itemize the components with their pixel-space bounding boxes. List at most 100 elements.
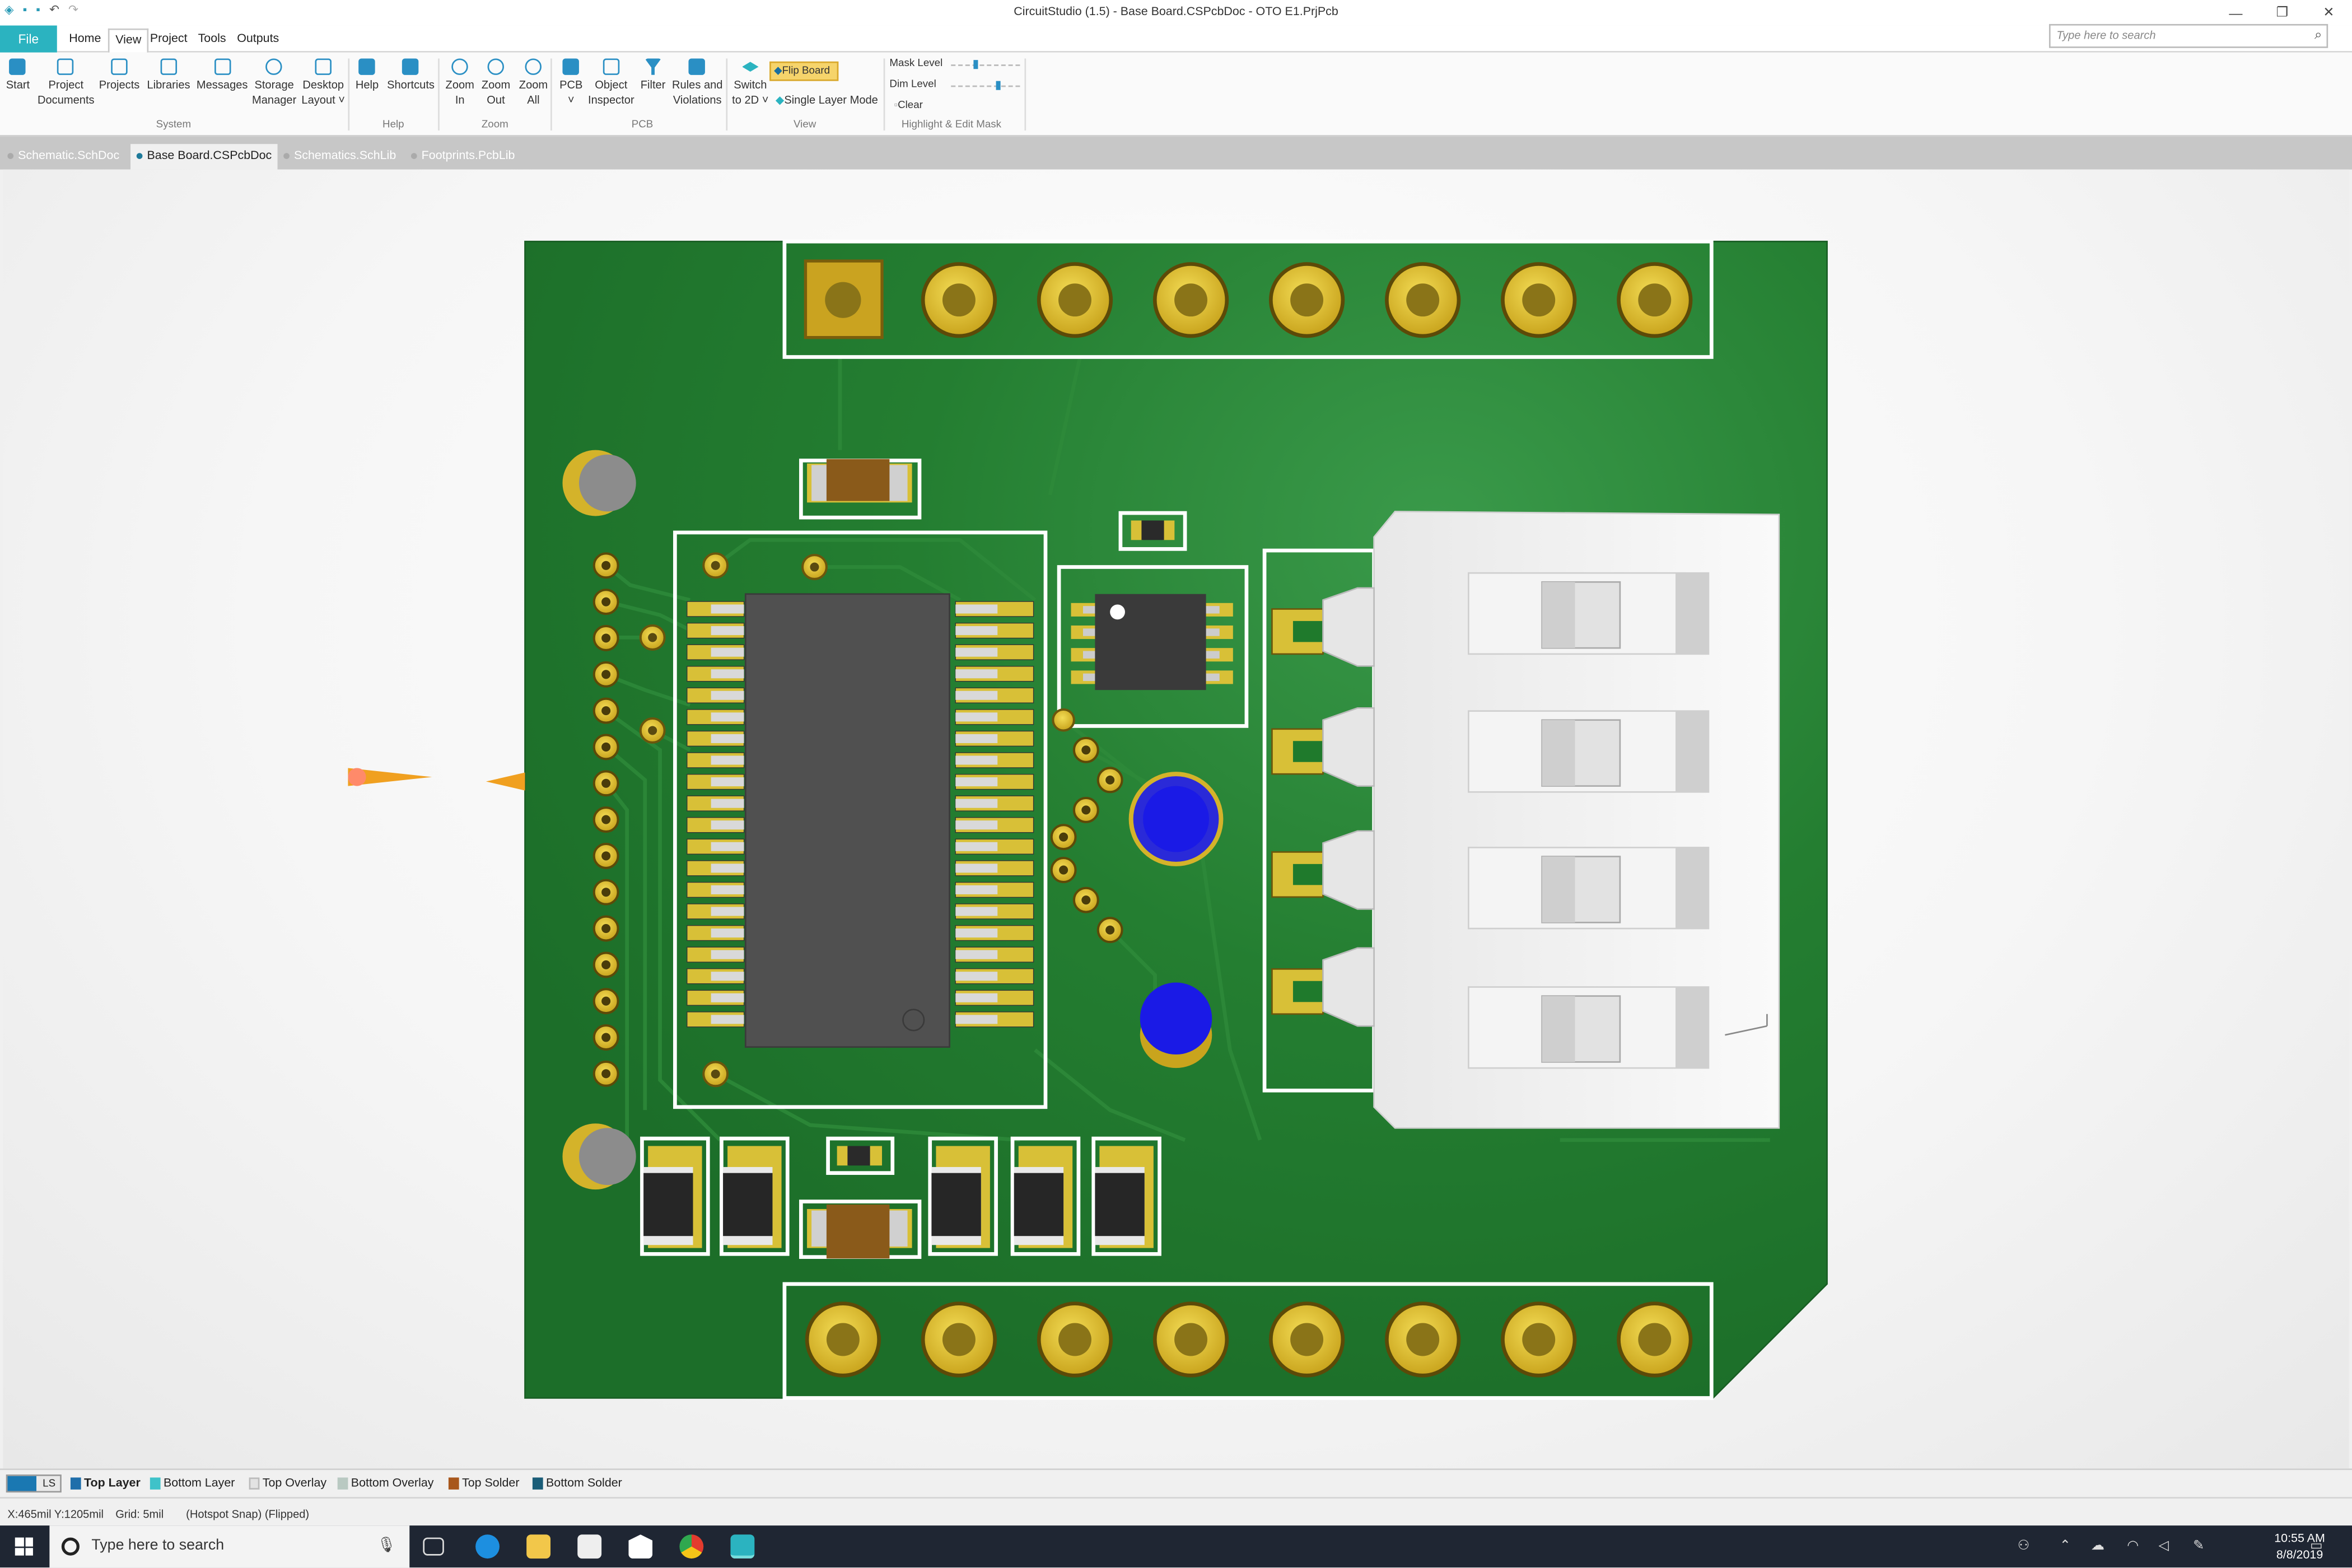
onedrive-icon[interactable]: ☁ (2090, 1537, 2105, 1553)
layer-color-swatch (448, 1477, 459, 1489)
messages-button[interactable]: Messages (197, 58, 248, 93)
chrome-icon[interactable] (679, 1534, 704, 1559)
projects-button[interactable]: Projects (99, 58, 139, 93)
windows-start-icon[interactable] (15, 1537, 33, 1556)
connector-pin (1322, 830, 1375, 910)
layer-tab-bottom-solder[interactable]: Bottom Solder (532, 1476, 622, 1490)
edge-browser-icon[interactable] (475, 1534, 500, 1559)
header-top-silkscreen (782, 239, 1714, 359)
rules-icon (689, 58, 706, 75)
mounting-pads (562, 450, 636, 1190)
search-icon[interactable]: ⌕ (2314, 27, 2322, 43)
search-placeholder: Type here to search (2056, 28, 2156, 43)
app-logo-icon[interactable]: ◈ (4, 3, 14, 17)
menu-tools[interactable]: Tools (198, 31, 226, 45)
cursor-hotspot-marker (348, 768, 525, 791)
layer-tab-bottom-layer[interactable]: Bottom Layer (150, 1476, 235, 1490)
slider-thumb[interactable] (973, 60, 978, 69)
file-menu-button[interactable]: File (0, 25, 57, 53)
dim-level-label: Dim Level (889, 79, 936, 90)
network-icon[interactable]: ◠ (2127, 1537, 2139, 1553)
switch-2d-icon (742, 62, 759, 72)
microphone-icon[interactable]: 🎙 (377, 1537, 396, 1555)
redo-icon[interactable]: ↷ (68, 3, 78, 17)
tray-chevron-icon[interactable]: ⌃ (2059, 1537, 2071, 1553)
menu-outputs[interactable]: Outputs (237, 31, 279, 45)
menu-project[interactable]: Project (150, 31, 188, 45)
layer-tab-bottom-overlay[interactable]: Bottom Overlay (337, 1476, 433, 1490)
header-top-pads (804, 259, 1693, 339)
single-layer-icon: ◆ (775, 93, 785, 107)
menu-view[interactable]: View (108, 28, 149, 53)
search-input[interactable]: Type here to search ⌕ (2048, 24, 2328, 48)
pcb-3d-view[interactable] (3, 169, 2349, 1469)
tab-schematics-schlib[interactable]: Schematics.SchLib (281, 144, 399, 170)
layer-tab-top-solder[interactable]: Top Solder (448, 1476, 519, 1490)
layer-tab-top-layer[interactable]: Top Layer (70, 1476, 141, 1490)
undo-icon[interactable]: ↶ (49, 3, 59, 17)
tab-footprints-pcblib[interactable]: Footprints.PcbLib (408, 144, 518, 170)
file-explorer-icon[interactable] (526, 1534, 551, 1559)
task-view-icon[interactable] (423, 1537, 444, 1556)
restore-icon[interactable]: ❐ (2276, 4, 2289, 20)
layer-tab-bar: LS Top Layer Bottom Layer Top Overlay Bo… (0, 1468, 2352, 1496)
clear-icon: ▫ (894, 100, 898, 111)
cortana-icon (61, 1537, 80, 1556)
single-layer-mode-button[interactable]: ◆Single Layer Mode (775, 93, 878, 107)
resistor-body (643, 1173, 693, 1236)
save-icon[interactable]: ▪ (22, 3, 27, 17)
tab-schematic-schdoc[interactable]: Schematic.SchDoc (4, 144, 123, 170)
mask-level-slider[interactable] (951, 60, 1020, 69)
people-icon[interactable]: ⚇ (2017, 1537, 2030, 1553)
volume-icon[interactable]: ◁ (2158, 1537, 2169, 1553)
circuitstudio-taskbar-icon[interactable] (730, 1534, 755, 1559)
window-title: CircuitStudio (1.5) - Base Board.CSPcbDo… (1014, 4, 1338, 18)
left-via-column (592, 552, 619, 1087)
menu-home[interactable]: Home (69, 31, 101, 45)
start-button[interactable]: Start (6, 58, 30, 93)
taskbar-clock[interactable]: 10:55 AM 8/8/2019 (2274, 1530, 2325, 1563)
cursor-coordinates: X:465mil Y:1205mil (7, 1507, 104, 1522)
group-label-view: View (793, 120, 816, 131)
resistor-silkscreen (928, 1136, 998, 1256)
layer-tab-top-overlay[interactable]: Top Overlay (249, 1476, 326, 1490)
layer-color-swatch (249, 1477, 260, 1489)
jst-connector-body (1373, 511, 1780, 1129)
help-button[interactable]: Help (356, 58, 379, 93)
document-tab-bar: Schematic.SchDoc Base Board.CSPcbDoc Sch… (0, 136, 2352, 170)
close-icon[interactable]: ✕ (2323, 4, 2335, 20)
resistor-body (931, 1173, 981, 1236)
save-all-icon[interactable]: ▪ (36, 3, 40, 17)
notifications-icon[interactable]: ▭ (2310, 1537, 2323, 1553)
store-icon[interactable] (577, 1534, 602, 1559)
minimize-icon[interactable]: — (2229, 5, 2243, 21)
slider-thumb[interactable] (996, 81, 1001, 90)
dim-level-slider[interactable] (951, 81, 1020, 90)
clear-button[interactable]: ▫Clear (894, 100, 923, 111)
pcb-button[interactable]: PCB˅ (559, 58, 582, 108)
mail-icon[interactable] (628, 1534, 653, 1559)
layer-set-button[interactable]: LS (6, 1474, 62, 1493)
libraries-button[interactable]: Libraries (147, 58, 190, 93)
shortcuts-button[interactable]: Shortcuts (387, 58, 435, 93)
ic-silkscreen (673, 530, 1048, 1109)
pen-icon[interactable]: ✎ (2193, 1537, 2205, 1553)
group-label-help: Help (382, 120, 404, 131)
resistor-silkscreen (640, 1136, 710, 1256)
taskbar-search-input[interactable]: Type here to search 🎙 (49, 1525, 410, 1568)
pcb-board-render[interactable] (3, 170, 2349, 1469)
filter-button[interactable]: Filter (641, 58, 665, 93)
tab-base-board-pcbdoc[interactable]: Base Board.CSPcbDoc (130, 144, 278, 170)
flip-board-button[interactable]: ◆Flip Board (769, 61, 839, 81)
group-label-zoom: Zoom (481, 120, 508, 131)
group-label-pcb: PCB (631, 120, 654, 131)
